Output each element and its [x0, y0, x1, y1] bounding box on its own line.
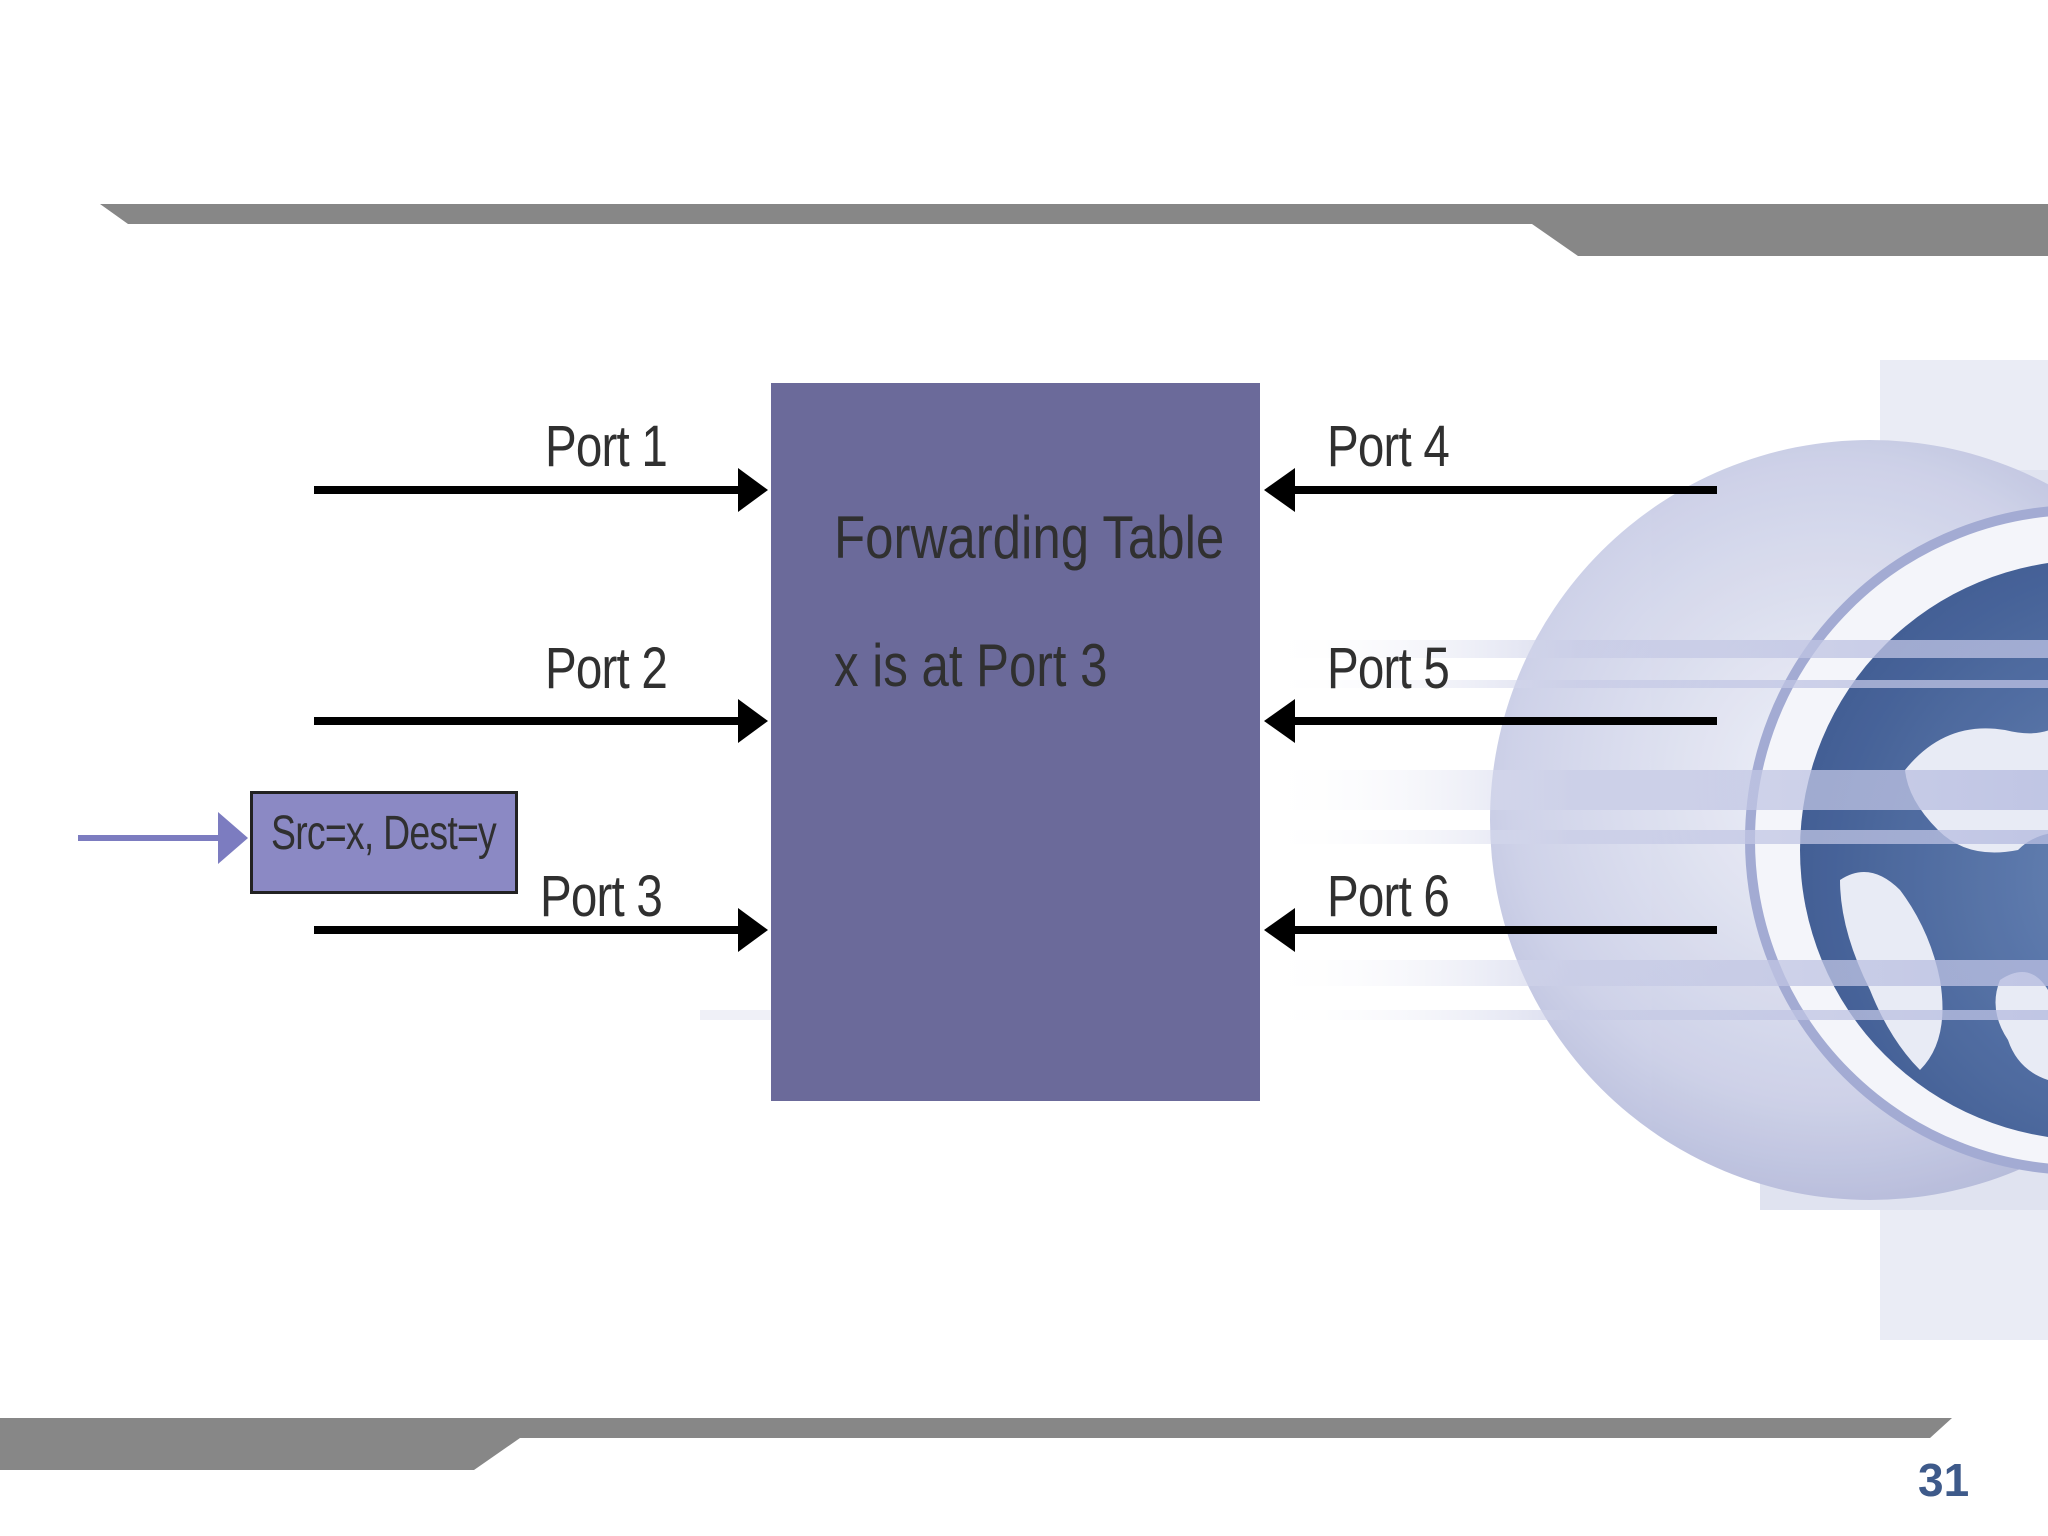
forwarding-table-title: Forwarding Table: [834, 504, 1225, 571]
arrow-port3: [314, 908, 768, 952]
packet-header-label: Src=x, Dest=y: [271, 807, 497, 860]
port-5-label: Port 5: [1327, 636, 1450, 701]
port-1-label: Port 1: [545, 414, 668, 479]
arrow-port2: [314, 699, 768, 743]
arrow-port1: [314, 468, 768, 512]
packet-arrow: [78, 812, 248, 864]
arrow-port5: [1264, 699, 1717, 743]
header-bar: [100, 204, 2048, 256]
port-3-label: Port 3: [540, 864, 663, 929]
speed-streaks: [700, 640, 2048, 1020]
globe-graphic: [1490, 360, 2048, 1340]
port-2-label: Port 2: [545, 636, 668, 701]
packet-frame: Src=x, Dest=y: [250, 791, 518, 894]
page-number: 31: [1918, 1454, 1970, 1506]
port-6-label: Port 6: [1327, 864, 1450, 929]
switch-block: [771, 383, 1260, 1101]
arrow-port6: [1264, 908, 1717, 952]
port-4-label: Port 4: [1327, 414, 1450, 479]
footer-bar: [0, 1418, 1952, 1470]
forwarding-table-entry: x is at Port 3: [834, 632, 1108, 699]
arrow-port4: [1264, 468, 1717, 512]
